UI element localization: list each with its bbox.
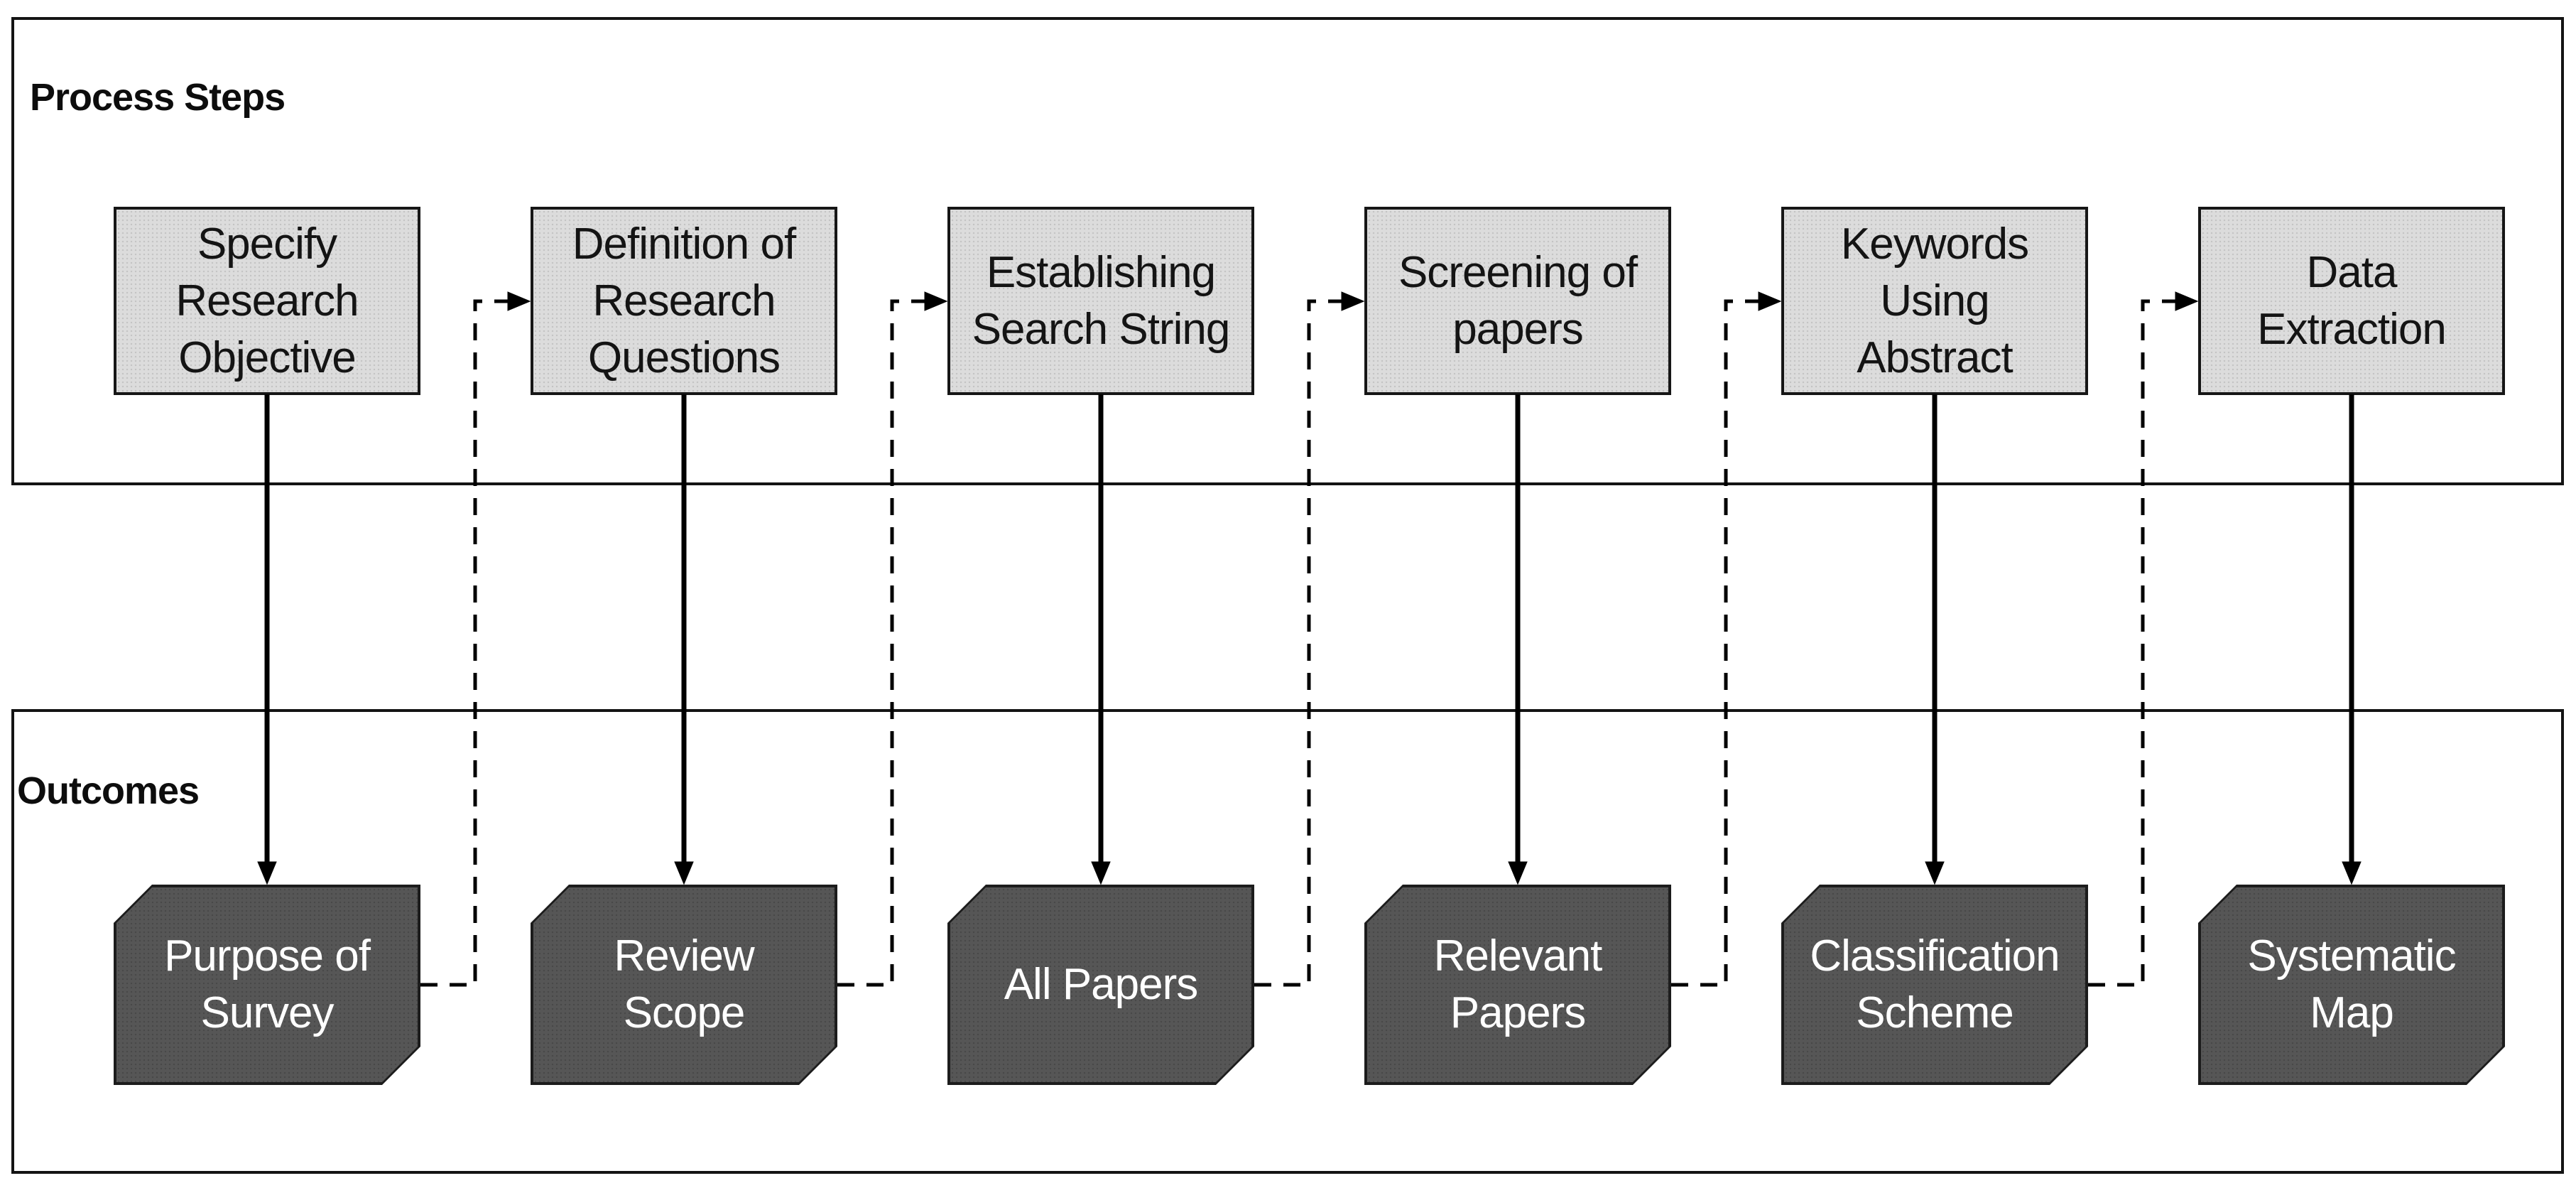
outcome-box-purpose-of-survey: Purpose of Survey	[114, 885, 420, 1085]
outcomes-title: Outcomes	[17, 770, 200, 812]
process-step-box-definition-of-research-questions: Definition of Research Questions	[531, 207, 837, 395]
outcome-box-relevant-papers: Relevant Papers	[1364, 885, 1671, 1085]
process-steps-title: Process Steps	[30, 76, 286, 119]
process-step-box-specify-research-objective: Specify Research Objective	[114, 207, 420, 395]
process-step-label: Definition of Research Questions	[572, 219, 796, 382]
process-step-box-establishing-search-string: Establishing Search String	[947, 207, 1254, 395]
process-step-box-keywords-using-abstract: Keywords Using Abstract	[1781, 207, 2088, 395]
process-step-box-data-extraction: Data Extraction	[2198, 207, 2505, 395]
outcome-box-classification-scheme: Classification Scheme	[1781, 885, 2088, 1085]
outcome-label: Purpose of Survey	[164, 932, 371, 1037]
outcome-shape-fill	[950, 887, 1251, 1082]
outcome-label: Classification Scheme	[1810, 932, 2060, 1037]
outcome-shape-fill	[1367, 887, 1668, 1082]
process-step-label: Screening of papers	[1398, 247, 1638, 354]
outcome-shape-fill	[533, 887, 835, 1082]
outcome-box-systematic-map: Systematic Map	[2198, 885, 2505, 1085]
process-step-label: Specify Research Objective	[175, 219, 359, 382]
process-step-label: Establishing Search String	[972, 247, 1231, 354]
outcome-label: All Papers	[1004, 960, 1199, 1009]
outcome-label: Relevant Papers	[1433, 932, 1603, 1037]
outcome-shape-fill	[1784, 887, 2085, 1082]
outcome-shape-fill	[2201, 887, 2502, 1082]
process-step-box-screening-of-papers: Screening of papers	[1364, 207, 1671, 395]
outcome-box-all-papers: All Papers	[947, 885, 1254, 1085]
process-step-label: Data Extraction	[2257, 247, 2447, 354]
outcome-label: Systematic Map	[2247, 932, 2456, 1037]
process-step-label: Keywords Using Abstract	[1840, 219, 2029, 382]
outcome-box-review-scope: Review Scope	[531, 885, 837, 1085]
outcome-label: Review Scope	[614, 932, 754, 1037]
outcome-shape-fill	[116, 887, 418, 1082]
